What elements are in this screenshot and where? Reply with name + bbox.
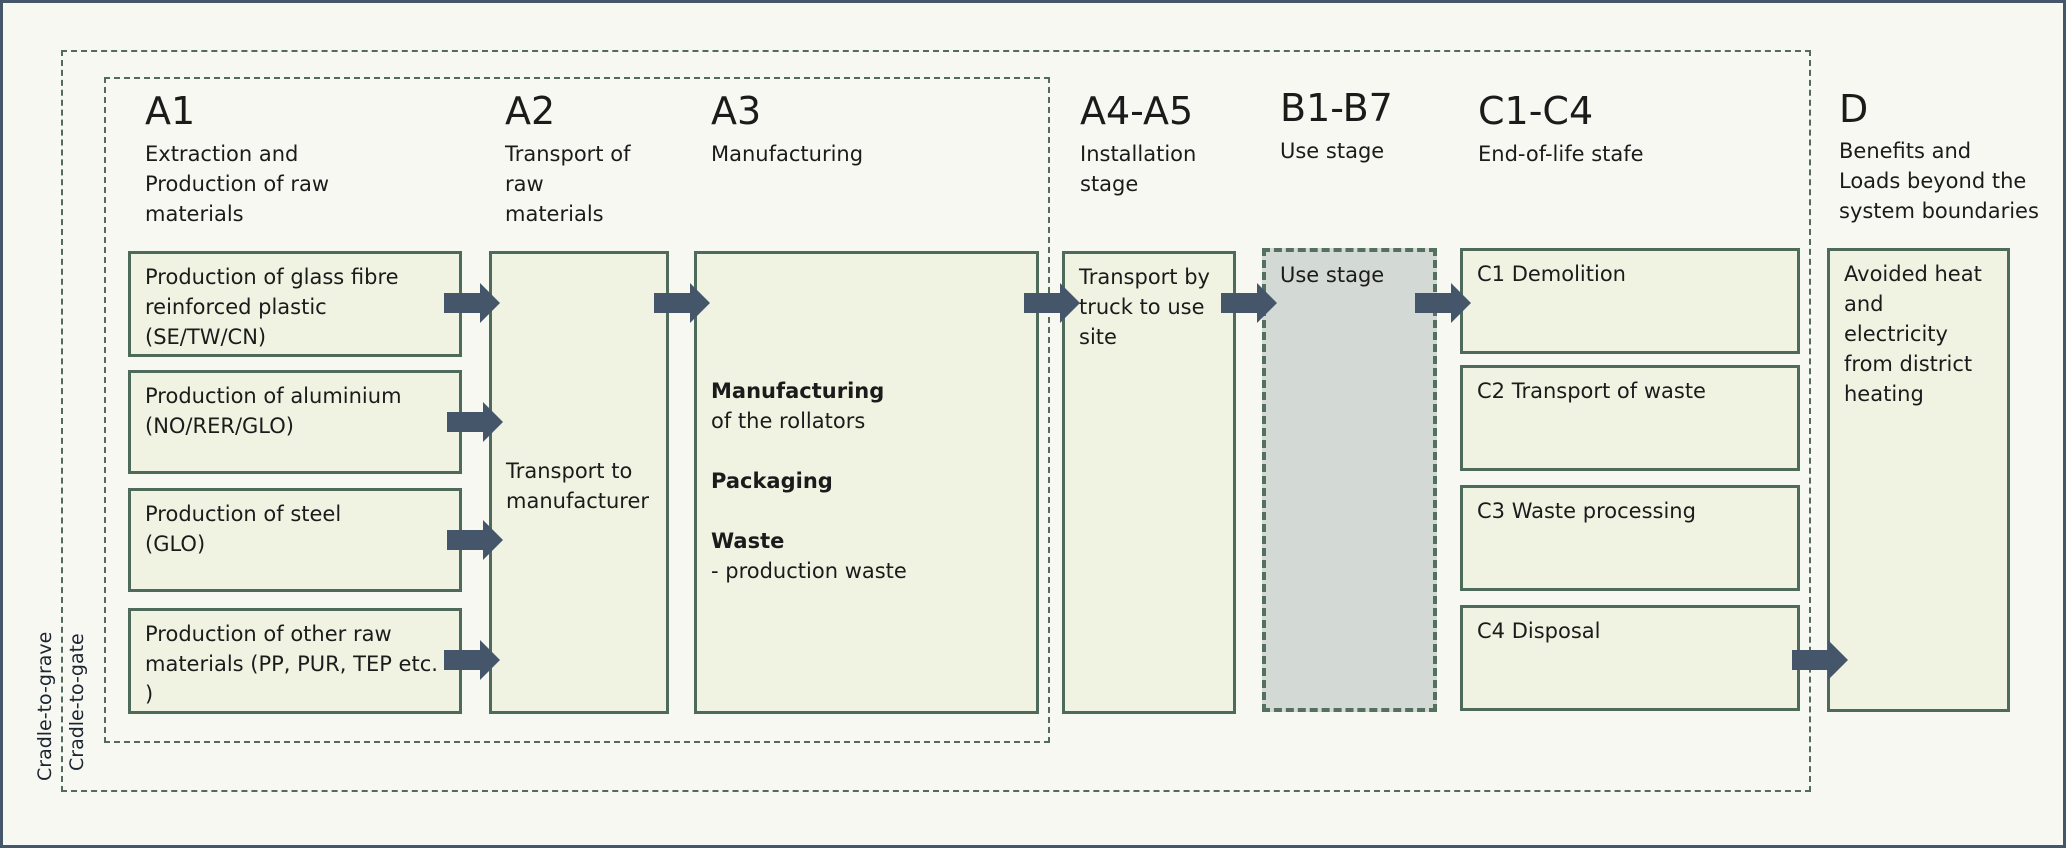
box-other-raw-materials: Production of other raw materials (PP, P… (128, 608, 462, 714)
box-c1-demolition: C1 Demolition (1460, 248, 1800, 354)
box-aluminium: Production of aluminium (NO/RER/GLO) (128, 370, 462, 474)
arrow-right-icon (447, 520, 503, 560)
stage-a4a5-code: A4-A5 (1080, 89, 1194, 133)
box-c2-transport-of-waste: C2 Transport of waste (1460, 365, 1800, 471)
packaging-heading: Packaging (711, 469, 833, 493)
manufacturing-heading: Manufacturing (711, 379, 885, 403)
waste-heading: Waste (711, 529, 785, 553)
arrow-right-icon (444, 283, 500, 323)
stage-a2-code: A2 (505, 89, 556, 133)
stage-a3-title: Manufacturing (711, 142, 864, 166)
arrow-right-icon (654, 283, 710, 323)
stage-a1-title: Extraction and Production of raw materia… (145, 142, 329, 226)
arrow-right-icon (1415, 283, 1471, 323)
cradle-to-grave-boundary (61, 50, 1811, 792)
waste-detail: - production waste (711, 559, 907, 583)
stage-a2-title: Transport of raw materials (505, 142, 631, 226)
stage-c1c4-code: C1-C4 (1478, 89, 1594, 133)
stage-d-code: D (1839, 87, 1869, 131)
box-manufacturing: Manufacturing of the rollators Packaging… (694, 251, 1039, 714)
arrow-right-icon (1024, 283, 1080, 323)
arrow-right-icon (1221, 283, 1277, 323)
stage-b1b7-title: Use stage (1280, 139, 1385, 163)
box-glass-fibre: Production of glass fibre reinforced pla… (128, 251, 462, 357)
box-avoided-heat: Avoided heat and electricity from distri… (1827, 248, 2010, 712)
box-c4-disposal: C4 Disposal (1460, 605, 1800, 711)
stage-d-title: Benefits and Loads beyond the system bou… (1839, 139, 2039, 223)
box-transport-by-truck: Transport by truck to use site (1062, 251, 1236, 714)
stage-c1c4-title: End-of-life stafe (1478, 142, 1644, 166)
box-transport-to-manufacturer: Transport to manufacturer (489, 251, 669, 714)
stage-a1-code: A1 (145, 89, 196, 133)
cradle-to-gate-boundary (104, 77, 1050, 743)
stage-a3-code: A3 (711, 89, 762, 133)
box-steel: Production of steel (GLO) (128, 488, 462, 592)
box-use-stage: Use stage (1262, 248, 1437, 712)
arrow-right-icon (1792, 640, 1848, 680)
arrow-right-icon (447, 402, 503, 442)
cradle-to-grave-label: Cradle-to-grave (34, 631, 56, 781)
cradle-to-gate-label: Cradle-to-gate (66, 633, 88, 771)
stage-a4a5-title: Installation stage (1080, 142, 1197, 196)
arrow-right-icon (444, 640, 500, 680)
manufacturing-detail: of the rollators (711, 409, 866, 433)
stage-b1b7-code: B1-B7 (1280, 86, 1393, 130)
box-c3-waste-processing: C3 Waste processing (1460, 485, 1800, 591)
